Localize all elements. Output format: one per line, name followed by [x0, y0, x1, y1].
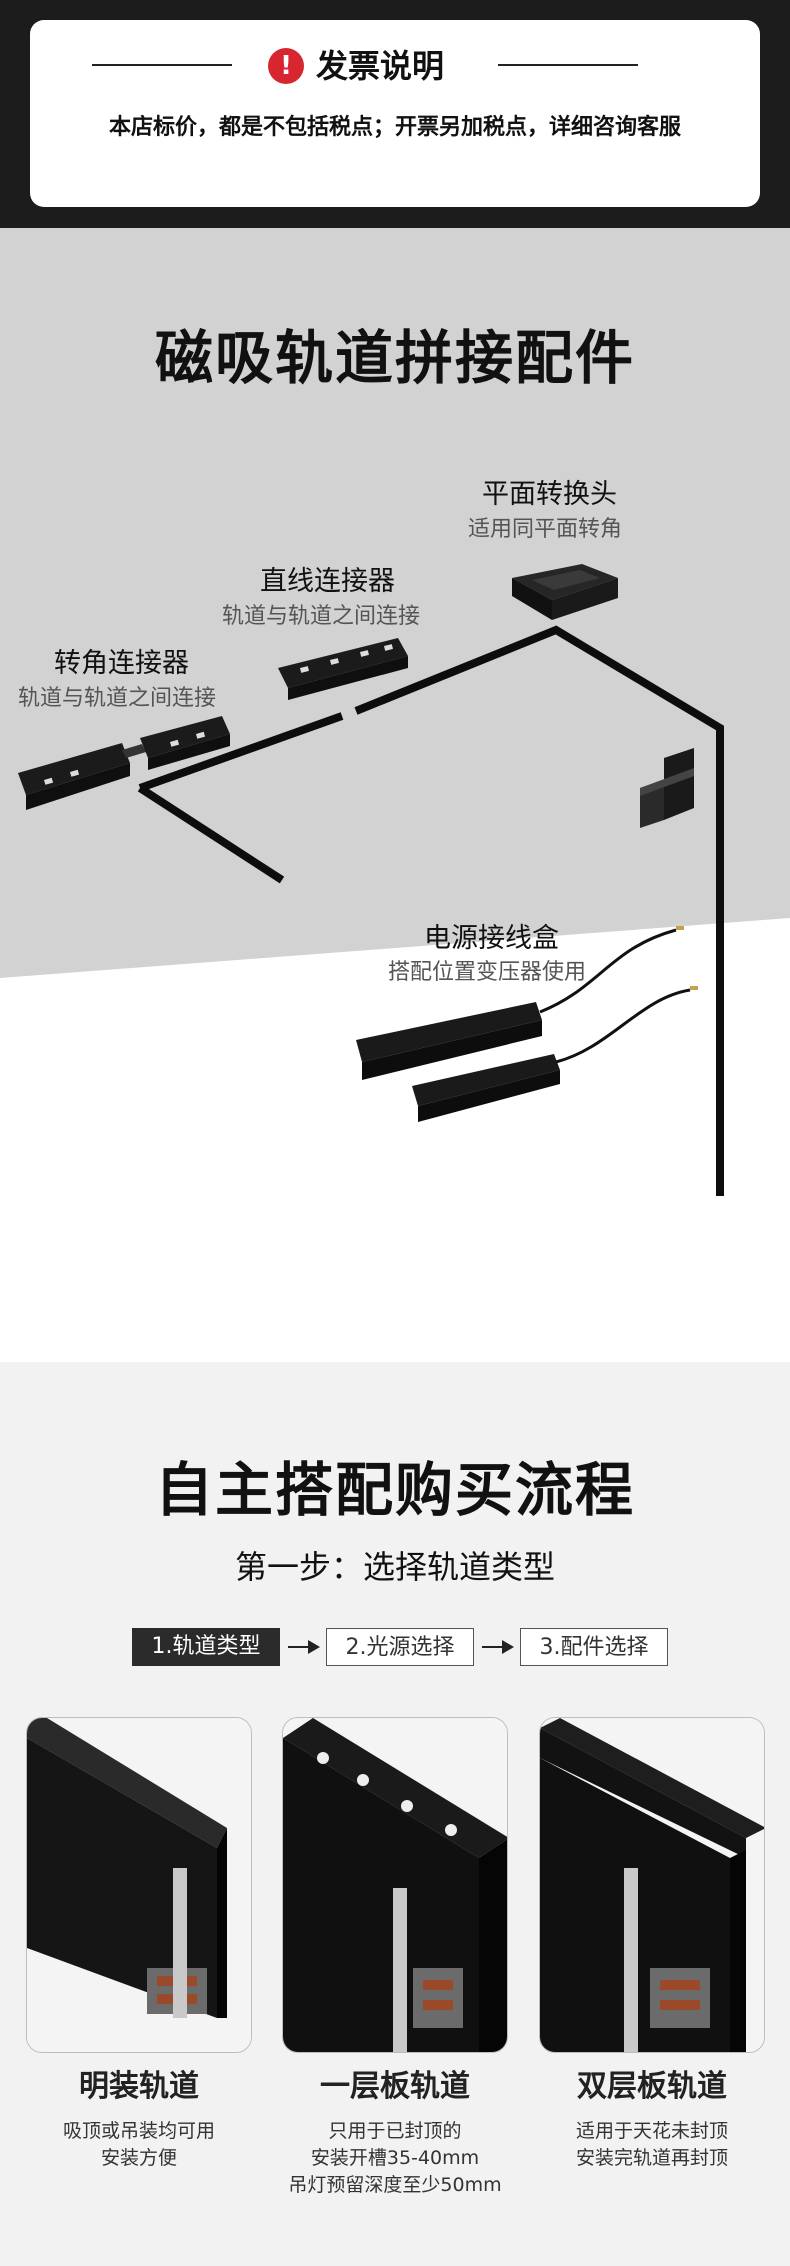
rail-desc-line: 安装方便 [100, 2147, 177, 2169]
angle-connector-image [18, 716, 230, 810]
rail-card-double-layer[interactable] [539, 1717, 765, 2053]
step-rail-type[interactable]: 1.轨道类型 [132, 1628, 280, 1666]
accessory-title: 磁吸轨道拼接配件 [154, 324, 635, 392]
track-lines [137, 625, 724, 1196]
arrow-right-icon [482, 1640, 514, 1654]
rail-name-surface: 明装轨道 [79, 2069, 199, 2104]
power-box-image [356, 926, 698, 1122]
rail-desc-surface: 吸顶或吊装均可用 安装方便 [26, 2118, 252, 2172]
angle-connector-desc: 轨道与轨道之间连接 [18, 686, 217, 711]
step-title: 第一步：选择轨道类型 [234, 1548, 555, 1586]
straight-connector-desc: 轨道与轨道之间连接 [222, 604, 421, 629]
angle-connector-name: 转角连接器 [54, 648, 189, 679]
straight-connector-name: 直线连接器 [260, 566, 395, 597]
divider-right [498, 64, 638, 66]
step-light-source[interactable]: 2.光源选择 [326, 1628, 474, 1666]
rail-desc-line: 吸顶或吊装均可用 [62, 2120, 215, 2142]
rail-card-surface[interactable] [26, 1717, 252, 2053]
rail-card-single-layer[interactable] [282, 1717, 508, 2053]
rail-desc-line: 吊灯预留深度至少50mm [288, 2174, 502, 2196]
surface-rail-image [27, 1718, 251, 2052]
rail-name-double-layer: 双层板轨道 [577, 2069, 727, 2104]
flat-converter-name: 平面转换头 [482, 479, 617, 510]
straight-connector-image [278, 638, 408, 700]
arrow-right-icon [288, 1640, 320, 1654]
accessory-section: 磁吸轨道拼接配件 平面转换头 适用同平面转角 直线连接器 轨道与轨道之间连接 转… [0, 228, 790, 1345]
rail-desc-line: 适用于天花未封顶 [575, 2120, 728, 2142]
rail-name-single-layer: 一层板轨道 [320, 2069, 470, 2104]
divider-left [92, 64, 232, 66]
corner-converter-image [640, 748, 694, 828]
alert-icon: ! [268, 48, 304, 84]
rail-desc-line: 安装完轨道再封顶 [575, 2147, 728, 2169]
grey-ceiling-wedge [0, 228, 790, 978]
invoice-title: 发票说明 [316, 47, 445, 85]
rail-desc-line: 只用于已封顶的 [328, 2120, 462, 2142]
step-accessory[interactable]: 3.配件选择 [520, 1628, 668, 1666]
flow-title: 自主搭配购买流程 [154, 1456, 635, 1524]
flat-converter-desc: 适用同平面转角 [468, 517, 623, 542]
power-box-desc: 搭配位置变压器使用 [388, 960, 587, 985]
invoice-card [30, 20, 760, 207]
invoice-text: 本店标价，都是不包括税点；开票另加税点，详细咨询客服 [108, 115, 681, 140]
rail-desc-line: 安装开槽35-40mm [310, 2147, 480, 2169]
rail-desc-double-layer: 适用于天花未封顶 安装完轨道再封顶 [539, 2118, 765, 2172]
double-layer-rail-image [540, 1718, 764, 2052]
rail-desc-single-layer: 只用于已封顶的 安装开槽35-40mm 吊灯预留深度至少50mm [282, 2118, 508, 2199]
single-layer-rail-image [283, 1718, 507, 2052]
purchase-flow-section: 自主搭配购买流程 第一步：选择轨道类型 1.轨道类型 2.光源选择 3.配件选择… [0, 1362, 790, 2266]
flat-converter-image [512, 564, 618, 620]
accessory-illustration [0, 228, 790, 1196]
power-box-name: 电源接线盒 [424, 923, 559, 954]
